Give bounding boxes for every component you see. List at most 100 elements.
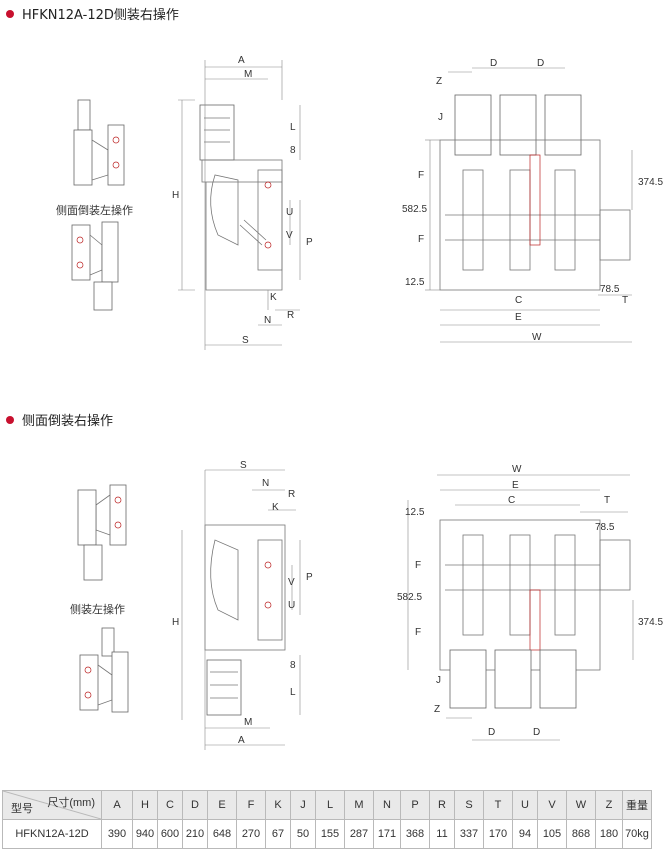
dim1-L: L [290, 122, 296, 133]
dim2-W: W [512, 464, 522, 475]
table-header-cell: Z [595, 790, 623, 820]
table-header-cell: M [344, 790, 374, 820]
dim1-D2: D [537, 58, 544, 69]
table-header-cell: K [265, 790, 291, 820]
table-cell: 180 [595, 819, 623, 849]
dim1-125: 12.5 [405, 277, 425, 288]
table-header-cell: S [454, 790, 484, 820]
table-header-cell: C [157, 790, 183, 820]
table-cell: 70kg [622, 819, 652, 849]
dim2-F1: F [415, 560, 421, 571]
dim1-V: V [286, 230, 293, 241]
dim1-3745: 374.5 [638, 177, 663, 188]
dim1-W: W [532, 332, 542, 343]
dim2-F2: F [415, 627, 421, 638]
table-header-cell: U [512, 790, 538, 820]
table-cell: 171 [373, 819, 401, 849]
table-cell: 868 [566, 819, 596, 849]
technical-drawings: A M L 8 H U V P K N R S Z D D J F 582.5 [71, 55, 663, 750]
dim2-A: A [238, 735, 245, 746]
table-cell: 368 [400, 819, 430, 849]
table-cell: 648 [207, 819, 237, 849]
dim2-M: M [244, 717, 252, 728]
section-heading-1: HFKN12A-12D侧装右操作 [6, 4, 179, 23]
table-cell: 94 [512, 819, 538, 849]
table-header-cell: W [566, 790, 596, 820]
dim2-N: N [262, 478, 269, 489]
dim1-D1: D [490, 58, 497, 69]
dim2-3745: 374.5 [638, 617, 663, 628]
dim1-F1: F [418, 170, 424, 181]
caption-left-operation: 侧面倒装左操作 [56, 204, 133, 217]
table-cell: 155 [315, 819, 345, 849]
dim2-P: P [306, 572, 313, 583]
front-view-1 [425, 67, 633, 343]
thumbnail-bottom-1 [71, 221, 119, 311]
dim1-S: S [242, 335, 249, 346]
dim1-U: U [286, 207, 293, 218]
table-header-cell: H [132, 790, 158, 820]
table-cell: 270 [236, 819, 266, 849]
table-cell: 287 [344, 819, 374, 849]
corner-bottom-label: 型号 [11, 803, 33, 815]
thumbnail-top-2 [77, 484, 127, 581]
front-view-2 [407, 474, 634, 741]
dim2-T: T [604, 495, 610, 506]
model-cell: HFKN12A-12D [2, 819, 102, 849]
dim1-A: A [238, 55, 245, 66]
dim2-H: H [172, 617, 179, 628]
dim2-E: E [512, 480, 519, 491]
dim2-5825: 582.5 [397, 592, 422, 603]
table-cell: 50 [290, 819, 316, 849]
table-cell: 210 [182, 819, 208, 849]
dim1-T: T [622, 295, 628, 306]
dim2-C: C [508, 495, 515, 506]
table-header-cell: J [290, 790, 316, 820]
table-cell: 940 [132, 819, 158, 849]
table-header-cell: D [182, 790, 208, 820]
dim1-P: P [306, 237, 313, 248]
table-cell: 11 [429, 819, 455, 849]
table-header-cell: L [315, 790, 345, 820]
table-header-cell: P [400, 790, 430, 820]
dim2-D2: D [533, 727, 540, 738]
dim1-K: K [270, 292, 277, 303]
table-cell: 337 [454, 819, 484, 849]
table-header-cell: 重量 [622, 790, 652, 820]
dim1-5825: 582.5 [402, 204, 427, 215]
dim2-D1: D [488, 727, 495, 738]
table-cell: 67 [265, 819, 291, 849]
dim1-785: 78.5 [600, 284, 620, 295]
dim1-F2: F [418, 234, 424, 245]
dim2-L: L [290, 687, 296, 698]
bullet-icon [6, 415, 14, 424]
table-cell: 170 [483, 819, 513, 849]
dim2-U: U [288, 600, 295, 611]
section-title-1: HFKN12A-12D侧装右操作 [22, 8, 179, 23]
dim2-785: 78.5 [595, 522, 615, 533]
section-title-2: 侧面倒装右操作 [22, 414, 114, 429]
table-header-cell: T [483, 790, 513, 820]
dim2-J: J [436, 675, 441, 686]
table-cell: 390 [101, 819, 133, 849]
dim1-8: 8 [290, 145, 296, 156]
section-heading-2: 侧面倒装右操作 [6, 410, 113, 429]
dim2-8: 8 [290, 660, 296, 671]
dim1-N: N [264, 315, 271, 326]
dim1-J: J [438, 112, 443, 123]
dim1-H: H [172, 190, 179, 201]
dim1-M: M [244, 69, 252, 80]
dim2-V: V [288, 577, 295, 588]
side-view-1 [178, 60, 301, 350]
table-header-cell: F [236, 790, 266, 820]
dim1-Z: Z [436, 76, 442, 87]
side-view-2 [181, 469, 301, 750]
caption-side-operation: 侧装左操作 [70, 603, 125, 616]
thumbnail-top-1 [73, 99, 125, 186]
dim1-E: E [515, 312, 522, 323]
table-header-cell: A [101, 790, 133, 820]
dim2-R: R [288, 489, 295, 500]
bullet-icon [6, 9, 14, 18]
